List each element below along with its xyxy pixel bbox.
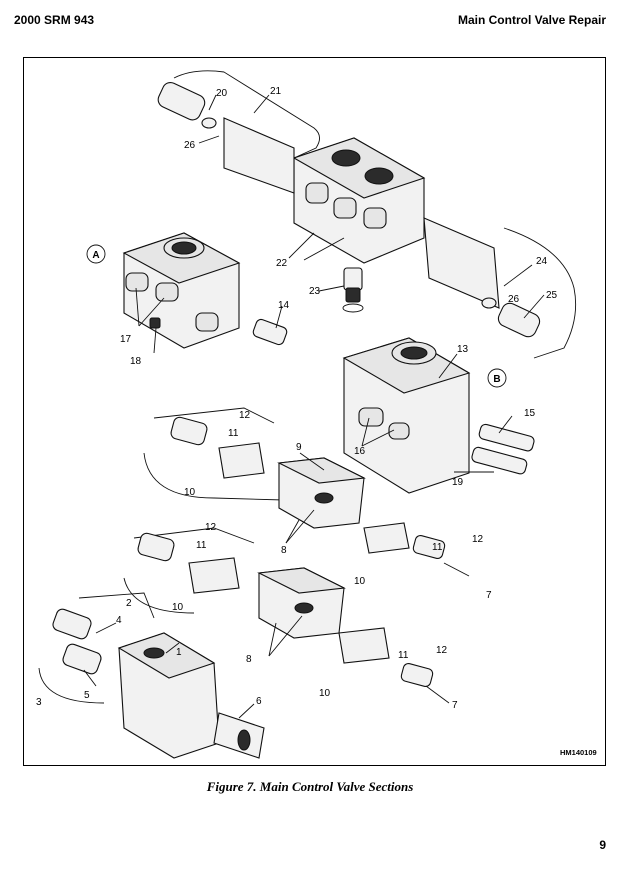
label-25: 25: [546, 290, 558, 301]
page-number: 9: [599, 838, 606, 852]
label-10d: 10: [319, 688, 331, 699]
callout-b-circle: [487, 368, 507, 388]
section-b-assembly: [342, 337, 535, 494]
section-a-assembly: [122, 232, 288, 349]
label-17: 17: [120, 334, 132, 345]
callout-a: A: [92, 250, 99, 261]
label-12a: 12: [239, 410, 251, 421]
figure-caption: Figure 7. Main Control Valve Sections: [206, 779, 414, 794]
middle-section-upper: [143, 407, 446, 560]
label-13: 13: [457, 344, 469, 355]
label-12c: 12: [472, 534, 484, 545]
inlet-section-assembly: [38, 592, 265, 759]
label-18: 18: [130, 356, 142, 367]
label-10c: 10: [354, 576, 366, 587]
label-6: 6: [256, 696, 262, 707]
label-8a: 8: [281, 545, 287, 556]
header-right: Main Control Valve Repair: [457, 13, 606, 27]
label-26b: 26: [508, 294, 520, 305]
label-10a: 10: [184, 487, 196, 498]
label-8b: 8: [246, 654, 252, 665]
figure-code: HM140109: [560, 748, 597, 757]
valve-exploded-drawing: A B 1 2 3 4 5 6 7 7 8 8 9 10 10 10 10 11…: [36, 70, 597, 759]
label-10b: 10: [172, 602, 184, 613]
label-20: 20: [216, 88, 228, 99]
label-15: 15: [524, 408, 536, 419]
label-4: 4: [116, 615, 122, 626]
label-26a: 26: [184, 140, 196, 151]
label-2: 2: [126, 598, 132, 609]
label-12b: 12: [205, 522, 217, 533]
label-7a: 7: [486, 590, 492, 601]
label-11c: 11: [432, 542, 443, 553]
label-11b: 11: [196, 540, 207, 551]
label-11a: 11: [228, 428, 239, 439]
middle-section-lower: [123, 527, 434, 688]
label-12d: 12: [436, 645, 448, 656]
label-9: 9: [296, 442, 302, 453]
label-16: 16: [354, 446, 366, 457]
label-14: 14: [278, 300, 290, 311]
header-left: 2000 SRM 943: [14, 13, 95, 27]
label-24: 24: [536, 256, 548, 267]
label-19: 19: [452, 477, 464, 488]
label-23: 23: [309, 286, 321, 297]
callout-b: B: [493, 374, 500, 385]
label-5: 5: [84, 690, 90, 701]
label-22: 22: [276, 258, 288, 269]
label-3: 3: [36, 697, 42, 708]
label-7b: 7: [452, 700, 458, 711]
label-11d: 11: [398, 650, 409, 661]
label-1: 1: [176, 647, 182, 658]
callout-a-circle: [86, 244, 106, 264]
top-valve-assembly: [157, 70, 577, 359]
label-21: 21: [270, 86, 282, 97]
leader-lines: [83, 94, 545, 719]
figure-frame: [23, 57, 606, 766]
